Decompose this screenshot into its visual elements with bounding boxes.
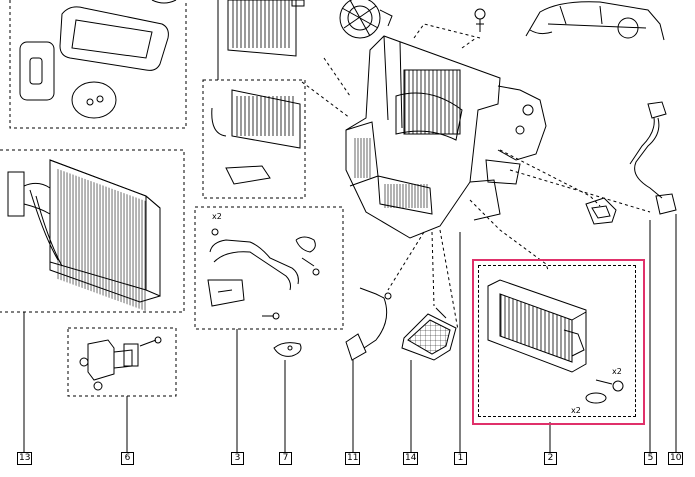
callout-11[interactable]: 11 xyxy=(345,452,361,465)
callout-3[interactable]: 3 xyxy=(231,452,244,465)
callout-10[interactable]: 10 xyxy=(668,452,684,465)
expansion-valve-group xyxy=(67,327,177,397)
blower-fan xyxy=(339,0,393,39)
heater-core-frame xyxy=(478,265,636,417)
callout-5[interactable]: 5 xyxy=(644,452,657,465)
callout-6[interactable]: 6 xyxy=(121,452,134,465)
leader-lines xyxy=(301,23,651,331)
blower-resistor xyxy=(585,197,617,225)
callout-14[interactable]: 14 xyxy=(403,452,419,465)
callout-2[interactable]: 2 xyxy=(544,452,557,465)
wiring-harness xyxy=(629,101,677,215)
cabin-filter-group xyxy=(202,0,306,199)
hose-group xyxy=(194,206,344,330)
callout-13[interactable]: 13 xyxy=(17,452,33,465)
clip-part xyxy=(273,342,302,357)
callout-7[interactable]: 7 xyxy=(279,452,292,465)
temperature-sensor xyxy=(345,287,392,361)
heater-ring-quantity: x2 xyxy=(571,406,581,415)
hvac-housing xyxy=(345,35,547,239)
heater-core xyxy=(487,279,624,404)
callout-1[interactable]: 1 xyxy=(454,452,467,465)
evaporator-group xyxy=(0,149,185,313)
vehicle-sketch xyxy=(525,1,665,41)
gasket-parts-group xyxy=(9,0,187,129)
callout-leaders xyxy=(23,0,677,452)
air-duct-grille xyxy=(401,307,457,361)
heater-screw-quantity: x2 xyxy=(612,367,622,376)
hose-kit-quantity: x2 xyxy=(212,212,222,221)
heater-core-highlight xyxy=(472,259,645,425)
top-screw xyxy=(474,8,486,32)
